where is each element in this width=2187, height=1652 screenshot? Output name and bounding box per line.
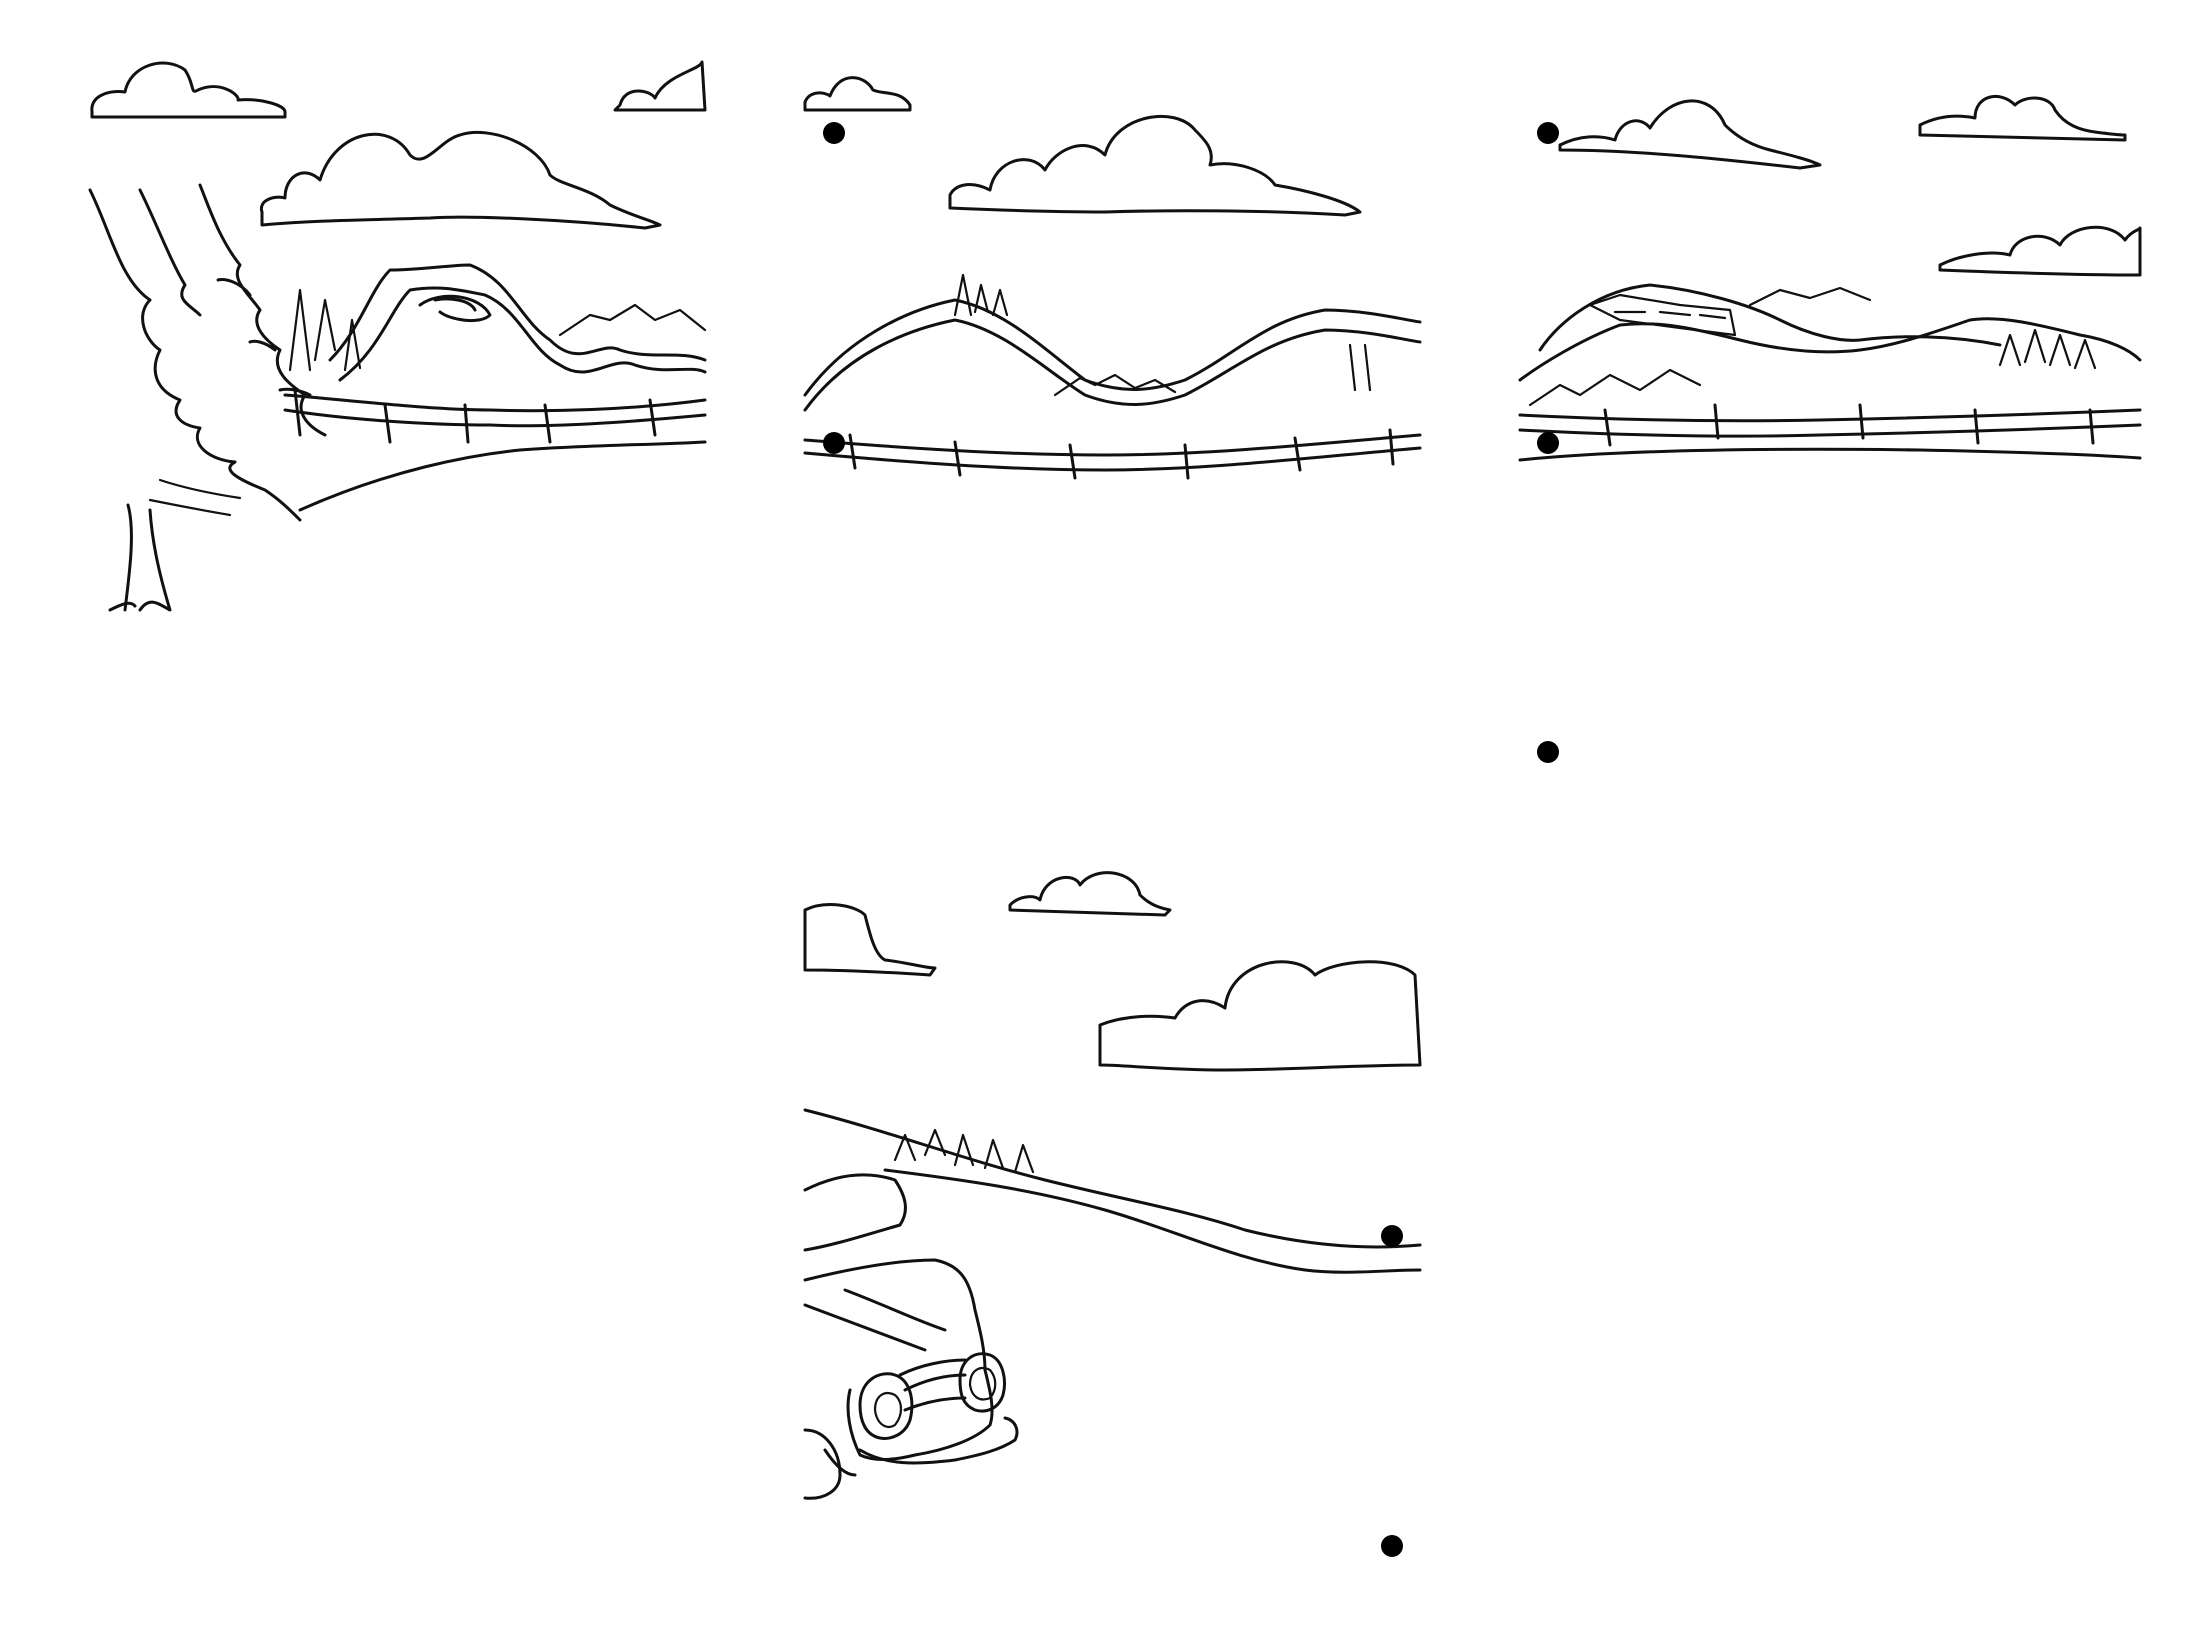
fence-posts (1603, 403, 2095, 447)
wavy-track (803, 318, 1422, 412)
cloud (1558, 99, 1822, 170)
panel-wavy-track-drawing (803, 76, 1422, 480)
car-bumper (858, 1416, 1019, 1465)
fence-rail (803, 433, 1422, 457)
fence-rail (283, 393, 707, 413)
grass-tufts (893, 1128, 1035, 1174)
pine-trees (288, 288, 362, 372)
ground-line (1518, 447, 2142, 462)
fence-posts (293, 388, 657, 444)
cloud (803, 903, 937, 977)
panel-car-road (803, 850, 1422, 1510)
ground-line (298, 440, 707, 512)
tree-branch (148, 478, 242, 517)
panel-mountains-fence-drawing (1518, 95, 2142, 462)
cloud (613, 60, 707, 112)
car-grille (898, 1358, 967, 1412)
cloud (1098, 960, 1422, 1072)
coaster-cart (1588, 293, 1737, 337)
mountains (1528, 368, 1702, 407)
cloud (1938, 225, 2142, 277)
cloud (259, 130, 662, 230)
marker-dot (823, 122, 845, 144)
cloud (948, 114, 1362, 217)
cloud (1008, 871, 1172, 917)
marker-dot (823, 432, 845, 454)
marker-dot (1537, 122, 1559, 144)
fence-rail (283, 408, 707, 428)
panel-mountains-fence (1518, 50, 2142, 470)
mountains (1053, 373, 1177, 397)
track-marks (1348, 343, 1372, 392)
hills (1518, 317, 2142, 382)
fence-posts (848, 428, 1395, 480)
panel-tree-coaster-drawing (88, 60, 707, 612)
car-wheel (803, 1428, 842, 1500)
marker-dot (1537, 432, 1559, 454)
wavy-track (803, 298, 1422, 397)
road-edge (803, 1108, 1422, 1249)
fence-rail (1518, 408, 2142, 423)
mountains (1748, 286, 1872, 307)
pine-trees (953, 273, 1009, 317)
cloud (1918, 95, 2127, 142)
cloud (90, 61, 287, 119)
fence-rail (803, 446, 1422, 472)
coaster-track (338, 286, 707, 382)
panel-tree-coaster (88, 50, 707, 620)
headlight-right (958, 1352, 1006, 1413)
headlight-left (858, 1372, 914, 1440)
hills (1538, 283, 2002, 352)
panel-wavy-track (803, 50, 1422, 480)
marker-dot (1381, 1535, 1403, 1557)
tree-trunk (108, 503, 172, 612)
road-edge (883, 1168, 1422, 1274)
headlight-left-ring (873, 1392, 903, 1428)
cloud (803, 76, 912, 112)
marker-dot (1537, 741, 1559, 763)
coaster-track (328, 263, 707, 362)
mountains (558, 303, 707, 337)
fence-rail (1518, 423, 2142, 438)
coaster-swirl (418, 294, 492, 323)
pine-trees (1998, 328, 2097, 370)
tree (88, 183, 327, 522)
marker-dot (1381, 1225, 1403, 1247)
headlight-right-ring (968, 1367, 997, 1401)
car-body (803, 1173, 994, 1461)
panel-car-road-drawing (803, 871, 1422, 1500)
